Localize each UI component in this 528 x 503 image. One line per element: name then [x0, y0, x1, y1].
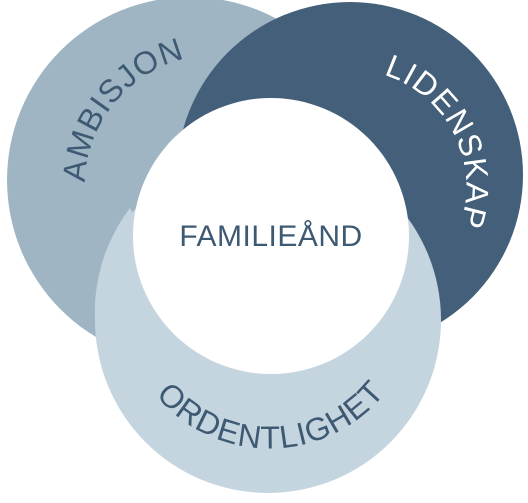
center-circle — [133, 98, 409, 374]
center-label: FAMILIEÅND — [179, 220, 362, 253]
